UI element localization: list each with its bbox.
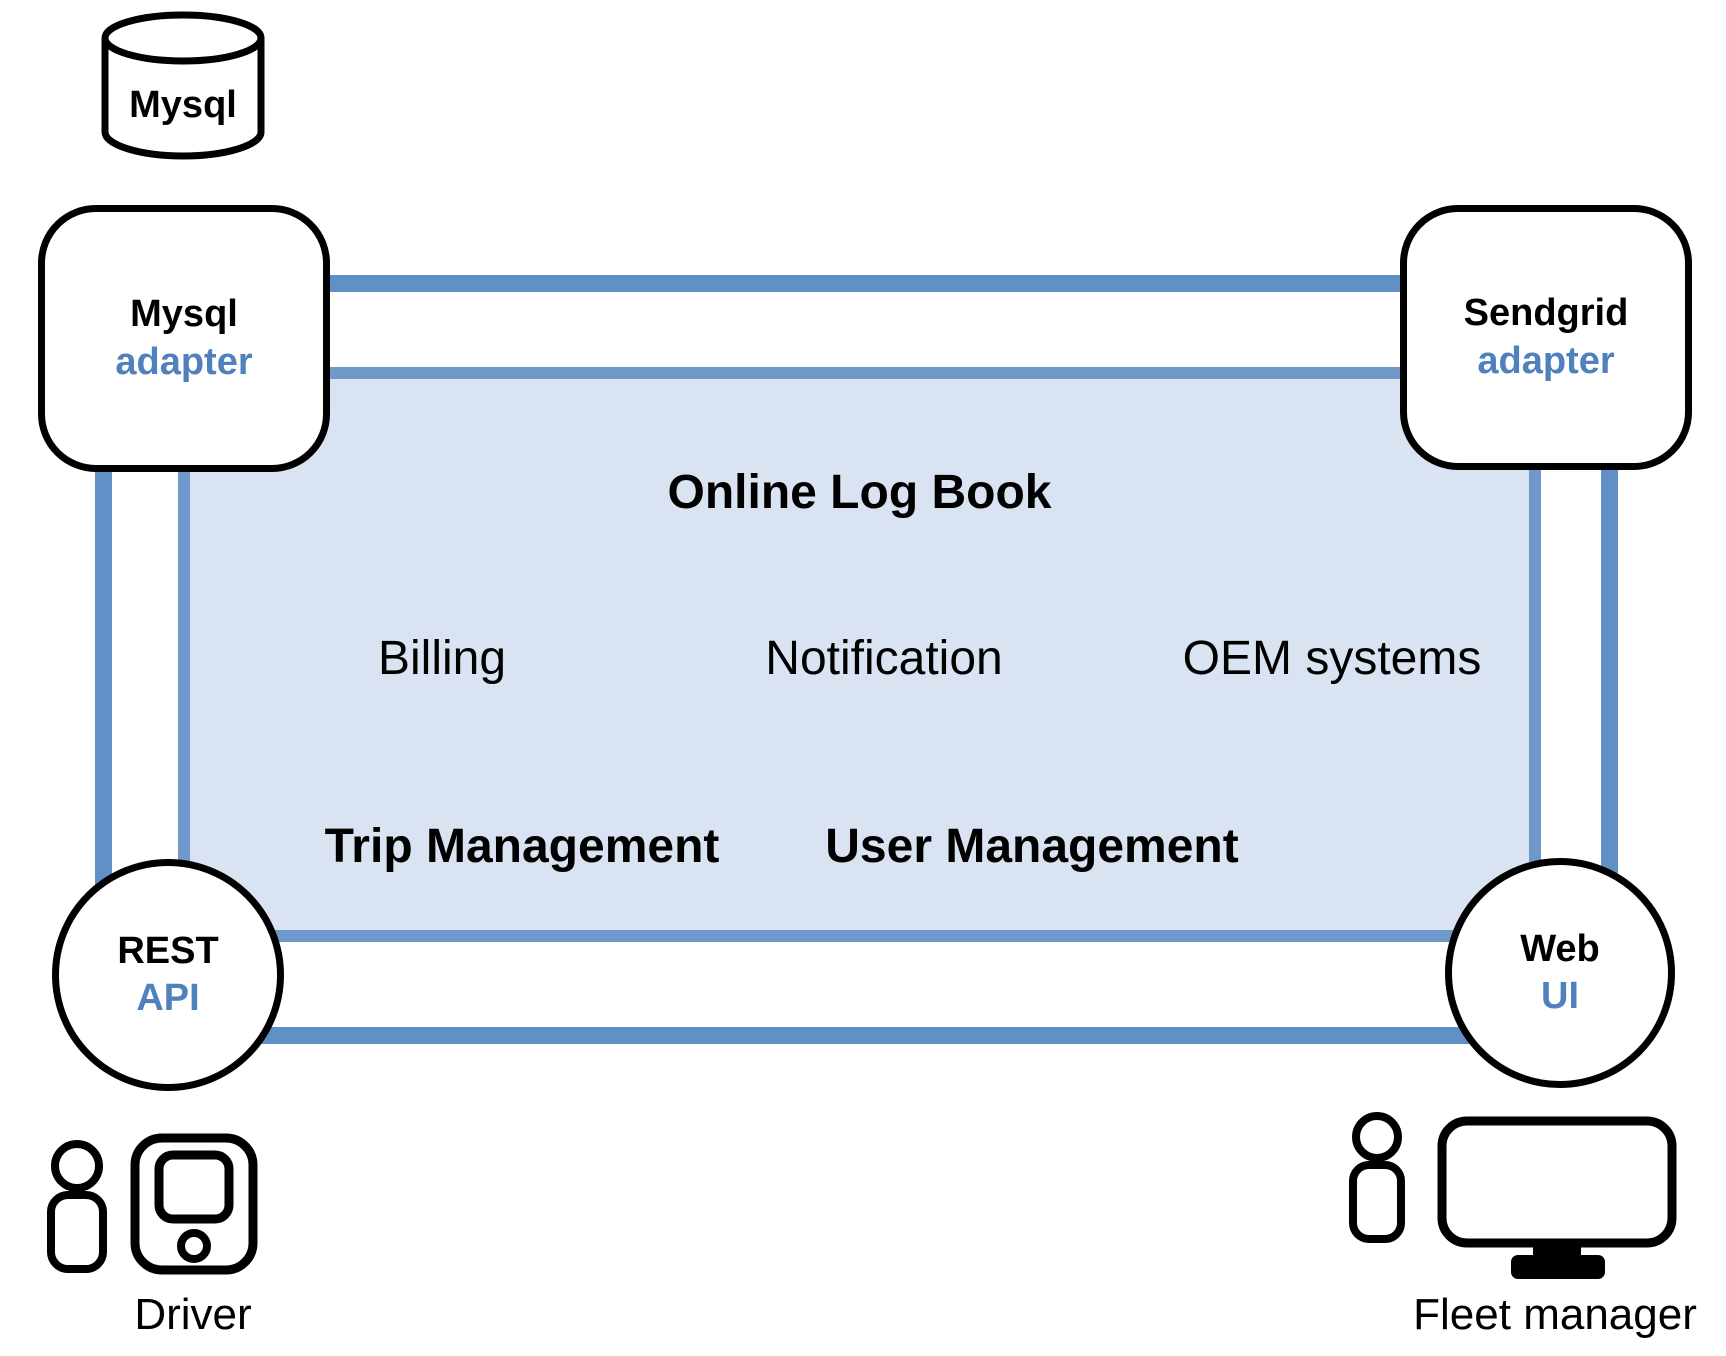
database-label: Mysql [129,84,237,126]
service-notification: Notification [765,632,1003,685]
sendgrid-adapter-name: Sendgrid [1463,292,1629,334]
rest-api-node: REST API [52,859,284,1091]
desktop-monitor-icon [1437,1116,1677,1285]
mysql-database-node: Mysql [97,8,269,164]
system-title: Online Log Book [667,466,1052,519]
driver-person-icon [45,1140,110,1280]
fleet-manager-label: Fleet manager [1413,1290,1697,1339]
mysql-adapter-name: Mysql [130,293,238,335]
service-oem-systems: OEM systems [1182,632,1482,685]
mobile-phone-icon [130,1133,258,1280]
web-ui-node: Web UI [1445,858,1675,1088]
module-user-management: User Management [825,820,1239,873]
sendgrid-adapter-node: Sendgrid adapter [1400,205,1692,470]
mysql-adapter-node: Mysql adapter [38,205,330,472]
sendgrid-adapter-type: adapter [1477,339,1615,382]
module-trip-management: Trip Management [324,820,720,873]
database-cylinder-icon [101,11,265,160]
driver-label: Driver [134,1290,252,1339]
connector-mysql-adapter-to-rest-api [95,400,112,895]
service-billing: Billing [377,632,507,685]
web-ui-name: Web [1520,927,1600,970]
mysql-adapter-type: adapter [115,340,253,383]
rest-api-name: REST [117,929,219,972]
fleet-manager-person-icon [1348,1112,1408,1249]
connector-mysql-adapter-to-sendgrid-adapter [200,275,1530,292]
web-ui-type: UI [1541,975,1579,1017]
connector-rest-api-to-web-ui [230,1027,1520,1044]
connector-sendgrid-adapter-to-web-ui [1601,400,1618,895]
rest-api-type: API [136,977,200,1019]
online-log-book-box: Online Log Book Billing Notification OEM… [178,367,1541,942]
